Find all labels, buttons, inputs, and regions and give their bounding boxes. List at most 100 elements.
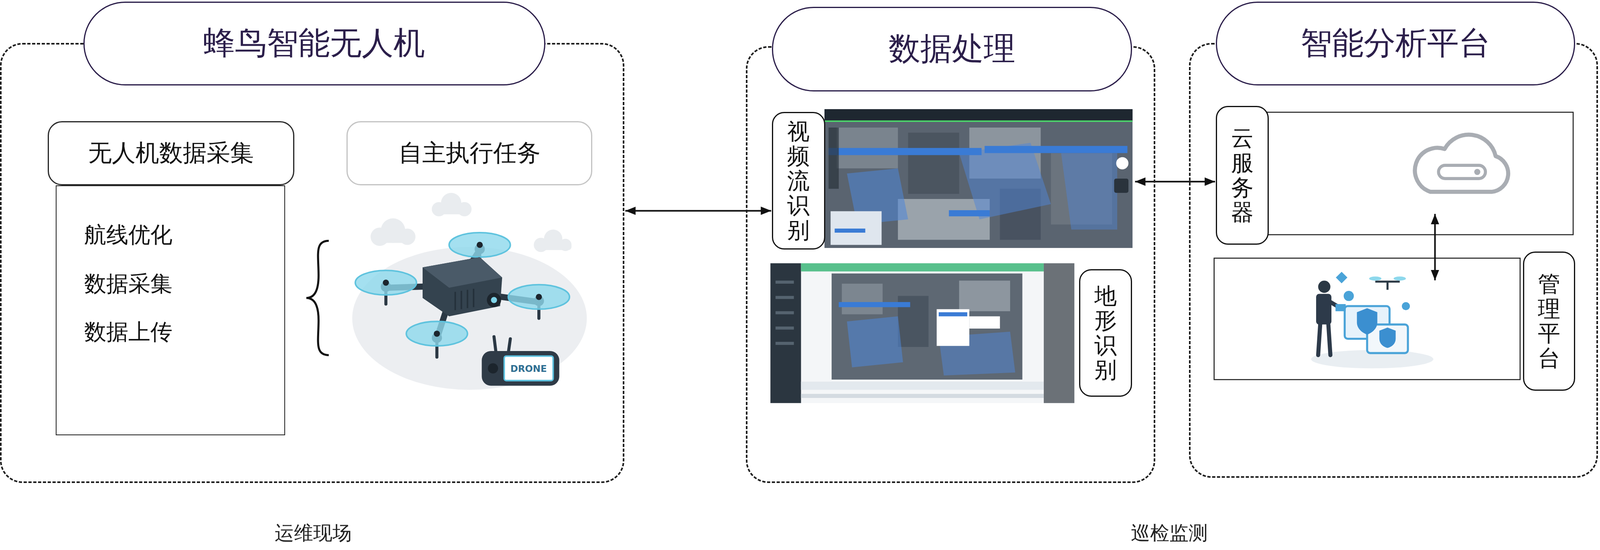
- device-brand: DRONE: [510, 363, 547, 374]
- terrain-screenshot-part: [801, 263, 1044, 272]
- management-panel-part: [1214, 258, 1521, 380]
- video-screenshot-part: [1116, 157, 1129, 170]
- drone-illustration-part-part: [454, 291, 456, 310]
- list-item: 数据采集: [84, 269, 173, 299]
- management-panel-part-part: [1386, 281, 1389, 290]
- video-screenshot-part: [1061, 153, 1118, 230]
- management-panel-part: [1335, 303, 1346, 312]
- cloud-server-panel-part: [1438, 165, 1486, 179]
- video-screenshot-part: [834, 228, 865, 233]
- terrain-screenshot-part: [846, 316, 904, 368]
- terrain-screenshot-part: [938, 311, 968, 316]
- terrain-screenshot-part: [770, 263, 1075, 403]
- video-screenshot-part: [1113, 178, 1129, 193]
- video-screenshot-part: [948, 210, 990, 217]
- video-screenshot-part: [984, 145, 1128, 154]
- drone-illustration-part: [494, 336, 511, 353]
- terrain-screenshot-part: [775, 280, 794, 345]
- drone-illustration-part: [382, 241, 543, 337]
- management-panel-part: [1375, 281, 1400, 290]
- terrain-screenshot-part-part: [775, 280, 794, 284]
- video-screenshot-part: [824, 109, 1133, 122]
- list-item: 数据上传: [84, 317, 173, 347]
- drone-illustration-part-part: [494, 336, 497, 353]
- management-panel-part: [1318, 280, 1331, 293]
- drone-illustration-part-part: [535, 293, 542, 300]
- drone-illustration-part: [422, 257, 503, 317]
- terrain-screenshot-part: [959, 280, 1011, 311]
- list-box: 航线优化数据采集数据上传: [55, 185, 286, 436]
- box-label: 无人机数据采集: [48, 122, 294, 185]
- management-panel-part: [1335, 271, 1348, 284]
- cloud-server-panel-part: [1414, 134, 1509, 192]
- drone-illustration-part-part: [472, 288, 475, 308]
- drone-illustration-part: [490, 296, 497, 303]
- video-screenshot-part: [908, 132, 960, 195]
- area-caption: 巡检监测: [1130, 519, 1208, 546]
- connector-arrow: [1135, 180, 1216, 183]
- drone-illustration-part: [352, 247, 587, 390]
- label-tab: 云服务器: [1215, 105, 1269, 245]
- management-panel-part: [1356, 307, 1378, 335]
- drone-illustration-part-part: [466, 289, 469, 308]
- brace-part: [306, 240, 329, 355]
- management-panel-part: [1369, 276, 1382, 281]
- management-panel-part-part: [1318, 324, 1321, 355]
- vertical-label: 地形识别: [1094, 283, 1117, 383]
- drone-illustration-part-part: [432, 206, 470, 215]
- cloud-server-panel-part: [1267, 112, 1574, 235]
- group-region: 无人机数据采集航线优化数据采集数据上传自主执行任务蜂鸟智能无人机: [0, 42, 625, 483]
- labelled-panel: 云服务器: [1215, 105, 1576, 245]
- label-tab: 管理平台: [1523, 251, 1576, 391]
- management-panel-part: [1316, 293, 1332, 325]
- labelled-panel: 视频流识别: [771, 110, 1135, 250]
- drone-illustration-part-part: [371, 234, 415, 243]
- terrain-screenshot-part: [770, 263, 801, 403]
- terrain-screenshot-part: [841, 283, 883, 314]
- drone-illustration-part-part: [355, 270, 417, 295]
- area-caption: 运维现场: [274, 519, 352, 546]
- drone-illustration-part-part: [508, 284, 570, 310]
- drone-illustration-part: [455, 288, 474, 310]
- cloud-server-panel-part: [1474, 168, 1481, 175]
- drone-illustration-part: [486, 292, 502, 308]
- management-panel-part: [1401, 301, 1410, 310]
- cloud-server-panel: [1267, 112, 1574, 235]
- drone-illustration-part: [488, 363, 499, 374]
- drone-illustration-part-part: [508, 338, 511, 353]
- vertical-label: 视频流识别: [787, 119, 810, 243]
- management-panel-part: [1393, 276, 1406, 281]
- drone-illustration-part: [504, 356, 553, 381]
- terrain-screenshot-part: [801, 393, 1044, 398]
- labelled-panel: 地形识别: [771, 265, 1133, 406]
- drone-illustration-part-part: [534, 242, 572, 250]
- video-screenshot-part: [830, 211, 882, 246]
- brace: [306, 240, 329, 355]
- drone-illustration-part-part: [476, 241, 483, 248]
- connector-arrow: [625, 209, 772, 212]
- terrain-screenshot-part-part: [775, 326, 794, 330]
- drone-illustration-part: [422, 257, 503, 288]
- video-screenshot-part: [824, 109, 1133, 248]
- region-title: 蜂鸟智能无人机: [83, 1, 546, 86]
- drone-illustration-part: [355, 232, 570, 346]
- label-tab: 地形识别: [1079, 269, 1133, 397]
- drone-illustration-part: [481, 350, 559, 386]
- region-title: 数据处理: [771, 6, 1133, 92]
- terrain-screenshot: [770, 263, 1075, 403]
- drone-illustration-part-part: [433, 330, 440, 337]
- drone-illustration-part-part: [406, 321, 468, 346]
- terrain-screenshot-part: [936, 309, 970, 347]
- terrain-screenshot-part: [801, 381, 1044, 390]
- terrain-screenshot-part-part: [775, 311, 794, 315]
- vertical-label: 管理平台: [1537, 271, 1561, 371]
- group-region: 视频流识别地形识别数据处理: [745, 46, 1155, 483]
- drone-illustration-part-part: [382, 279, 389, 286]
- video-screenshot-part: [824, 120, 1133, 122]
- box-label: 自主执行任务: [347, 122, 592, 185]
- video-screenshot-part: [828, 147, 982, 156]
- drone-illustration-part-part: [460, 290, 463, 310]
- list-item: 航线优化: [84, 220, 173, 250]
- vertical-label: 云服务器: [1231, 125, 1254, 225]
